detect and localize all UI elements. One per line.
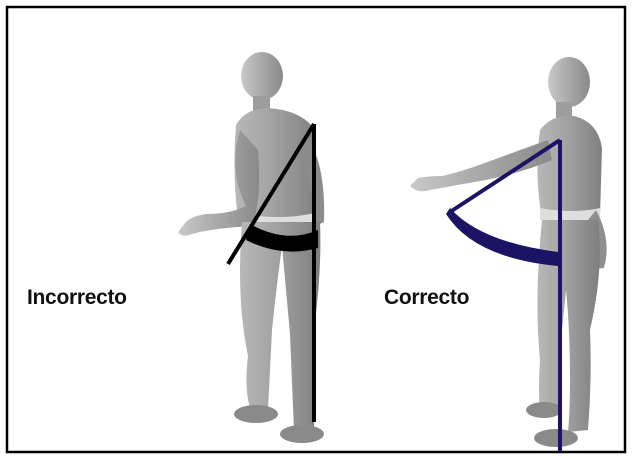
right-figure-shoe-2 xyxy=(534,429,578,447)
human-figure-incorrect xyxy=(178,52,324,443)
incorrect-label: Incorrecto xyxy=(27,286,127,310)
left-figure-head xyxy=(241,52,283,100)
right-figure-neck xyxy=(556,102,572,118)
right-figure-torso xyxy=(537,116,602,221)
left-figure-shoe-2 xyxy=(280,425,324,443)
right-figure-arm xyxy=(410,140,552,191)
right-figure-shoe-1 xyxy=(526,402,562,418)
human-figure-correct xyxy=(410,57,607,452)
left-figure-shoe-1 xyxy=(234,405,278,423)
correct-label: Correcto xyxy=(384,286,469,310)
left-figure-arm xyxy=(178,130,259,236)
right-figure-head xyxy=(548,57,590,107)
left-figure-legs xyxy=(240,222,320,430)
